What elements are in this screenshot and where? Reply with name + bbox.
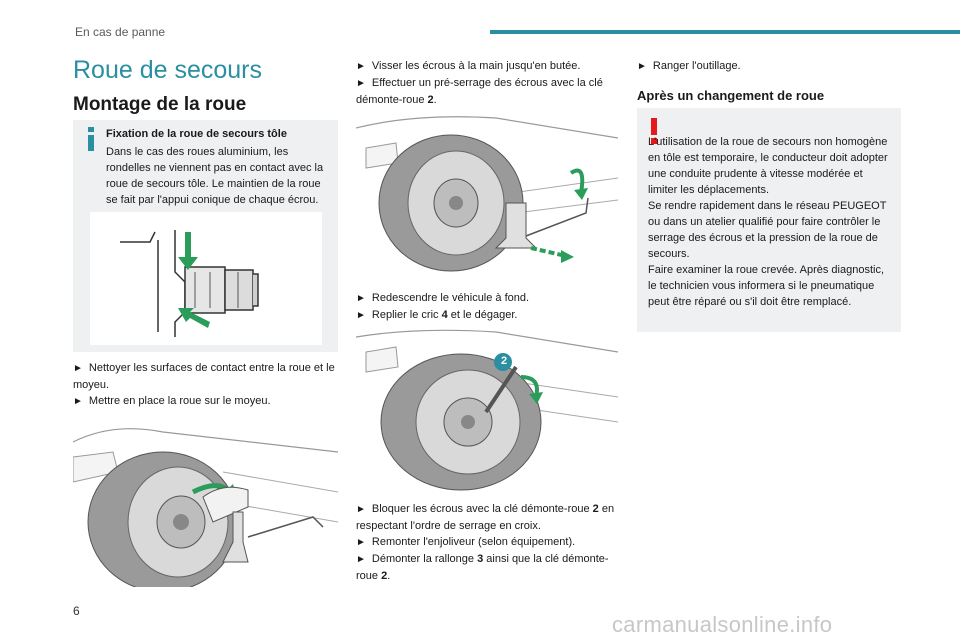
- page-number: 6: [73, 604, 80, 618]
- step-ref-number: 4: [441, 309, 448, 321]
- step-text: Remonter l'enjoliveur (selon équipement)…: [371, 536, 576, 548]
- col2-steps-c: ► Bloquer les écrous avec la clé démonte-…: [356, 501, 618, 584]
- step-text-end: ainsi que la clé démonte-roue: [356, 553, 609, 582]
- heading-apres-changement: Après un changement de roue: [637, 88, 825, 103]
- step-text-end: et le dégager.: [447, 309, 518, 321]
- step-ref-number: 2: [427, 94, 434, 106]
- step-text-end: en respectant l'ordre de serrage en croi…: [356, 503, 615, 532]
- info-body: Dans le cas des roues aluminium, les ron…: [83, 144, 333, 208]
- step-arrow-icon: ►: [356, 504, 366, 515]
- step-arrow-icon: ►: [356, 293, 366, 304]
- jack-illustration: [356, 108, 618, 278]
- step-arrow-icon: ►: [356, 78, 366, 89]
- step-text: Visser les écrous à la main jusqu'en but…: [371, 60, 581, 72]
- step-ref-number: 2: [592, 503, 599, 515]
- heading-montage: Montage de la roue: [73, 94, 247, 115]
- step-text: Effectuer un pré-serrage des écrous avec…: [356, 77, 603, 106]
- mount-wheel-illustration: [73, 412, 338, 587]
- page-title: Roue de secours: [73, 56, 263, 84]
- step-text: Nettoyer les surfaces de contact entre l…: [73, 362, 335, 391]
- step-ref-number: 3: [477, 553, 484, 565]
- step-redescendre: ► Redescendre le véhicule à fond.: [356, 290, 618, 307]
- warning-text: L'utilisation de la roue de secours non …: [648, 136, 888, 308]
- step-arrow-icon: ►: [356, 61, 366, 72]
- step-text-end: .: [387, 570, 391, 582]
- step-arrow-icon: ►: [356, 310, 366, 321]
- step-arrow-icon: ►: [356, 554, 366, 565]
- wheel-nut-illustration: [90, 212, 322, 345]
- step-arrow-icon: ►: [73, 396, 83, 407]
- info-body-text: Dans le cas des roues aluminium, les ron…: [106, 146, 324, 206]
- step-text: Démonter la rallonge: [371, 553, 478, 565]
- step-text: Bloquer les écrous avec la clé démonte-r…: [371, 503, 593, 515]
- tightening-illustration: [356, 322, 618, 492]
- step-text: Ranger l'outillage.: [652, 60, 741, 72]
- step-text: Replier le cric: [371, 309, 442, 321]
- warning-icon: [651, 118, 657, 144]
- watermark: carmanualsonline.info: [612, 612, 833, 637]
- step-arrow-icon: ►: [356, 537, 366, 548]
- step-arrow-icon: ►: [637, 61, 647, 72]
- step-ref-number: 2: [381, 570, 388, 582]
- step-bloquer: ► Bloquer les écrous avec la clé démonte-…: [356, 501, 618, 534]
- step-pre-serrage: ►Effectuer un pré-serrage des écrous ave…: [356, 75, 618, 108]
- step-remonter: ► Remonter l'enjoliveur (selon équipement…: [356, 534, 618, 551]
- header-accent-bar: [490, 30, 960, 34]
- step-text: Redescendre le véhicule à fond.: [371, 292, 530, 304]
- step-visser: ► Visser les écrous à la main jusqu'en bu…: [356, 58, 618, 75]
- step-text-end: .: [433, 94, 437, 106]
- step-text: Mettre en place la roue sur le moyeu.: [88, 395, 271, 407]
- step-ranger: ► Ranger l'outillage.: [637, 58, 901, 75]
- col2-steps-a: ► Visser les écrous à la main jusqu'en bu…: [356, 58, 618, 108]
- warning-body: L'utilisation de la roue de secours non …: [648, 118, 894, 310]
- col1-steps: ►Nettoyer les surfaces de contact entre …: [73, 360, 338, 410]
- step-replier: ► Replier le cric 4 et le dégager.: [356, 307, 618, 324]
- section-header: En cas de panne: [75, 25, 166, 39]
- callout-number: 2: [500, 355, 508, 367]
- info-icon: [88, 127, 94, 151]
- col2-steps-b: ► Redescendre le véhicule à fond. ► Replie…: [356, 290, 618, 324]
- step-arrow-icon: ►: [73, 363, 83, 374]
- step-mettre: ► Mettre en place la roue sur le moyeu.: [73, 393, 338, 410]
- warning-box: [637, 108, 901, 332]
- info-title: Fixation de la roue de secours tôle: [106, 128, 287, 140]
- step-demonter: ► Démonter la rallonge 3 ainsi que la clé…: [356, 551, 618, 584]
- step-nettoyer: ►Nettoyer les surfaces de contact entre …: [73, 360, 338, 393]
- col3-step: ► Ranger l'outillage.: [637, 58, 901, 75]
